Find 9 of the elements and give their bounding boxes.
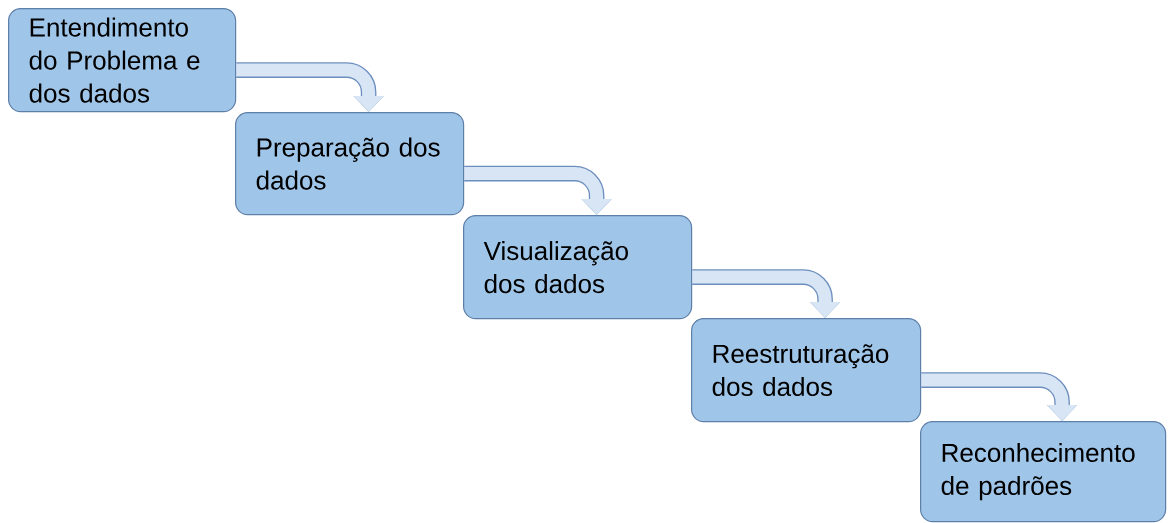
arrow xyxy=(236,62,384,112)
arrow xyxy=(692,269,841,318)
arrow xyxy=(921,372,1078,421)
arrow xyxy=(464,165,612,215)
process-box: Preparação dos dados xyxy=(235,112,465,216)
process-box: Reestruturação dos dados xyxy=(691,318,922,423)
process-box: Visualização dos dados xyxy=(463,215,693,320)
process-box: Reconhecimento de padrões xyxy=(920,421,1167,523)
process-box: Entendimento do Problema e dos dados xyxy=(8,8,237,113)
